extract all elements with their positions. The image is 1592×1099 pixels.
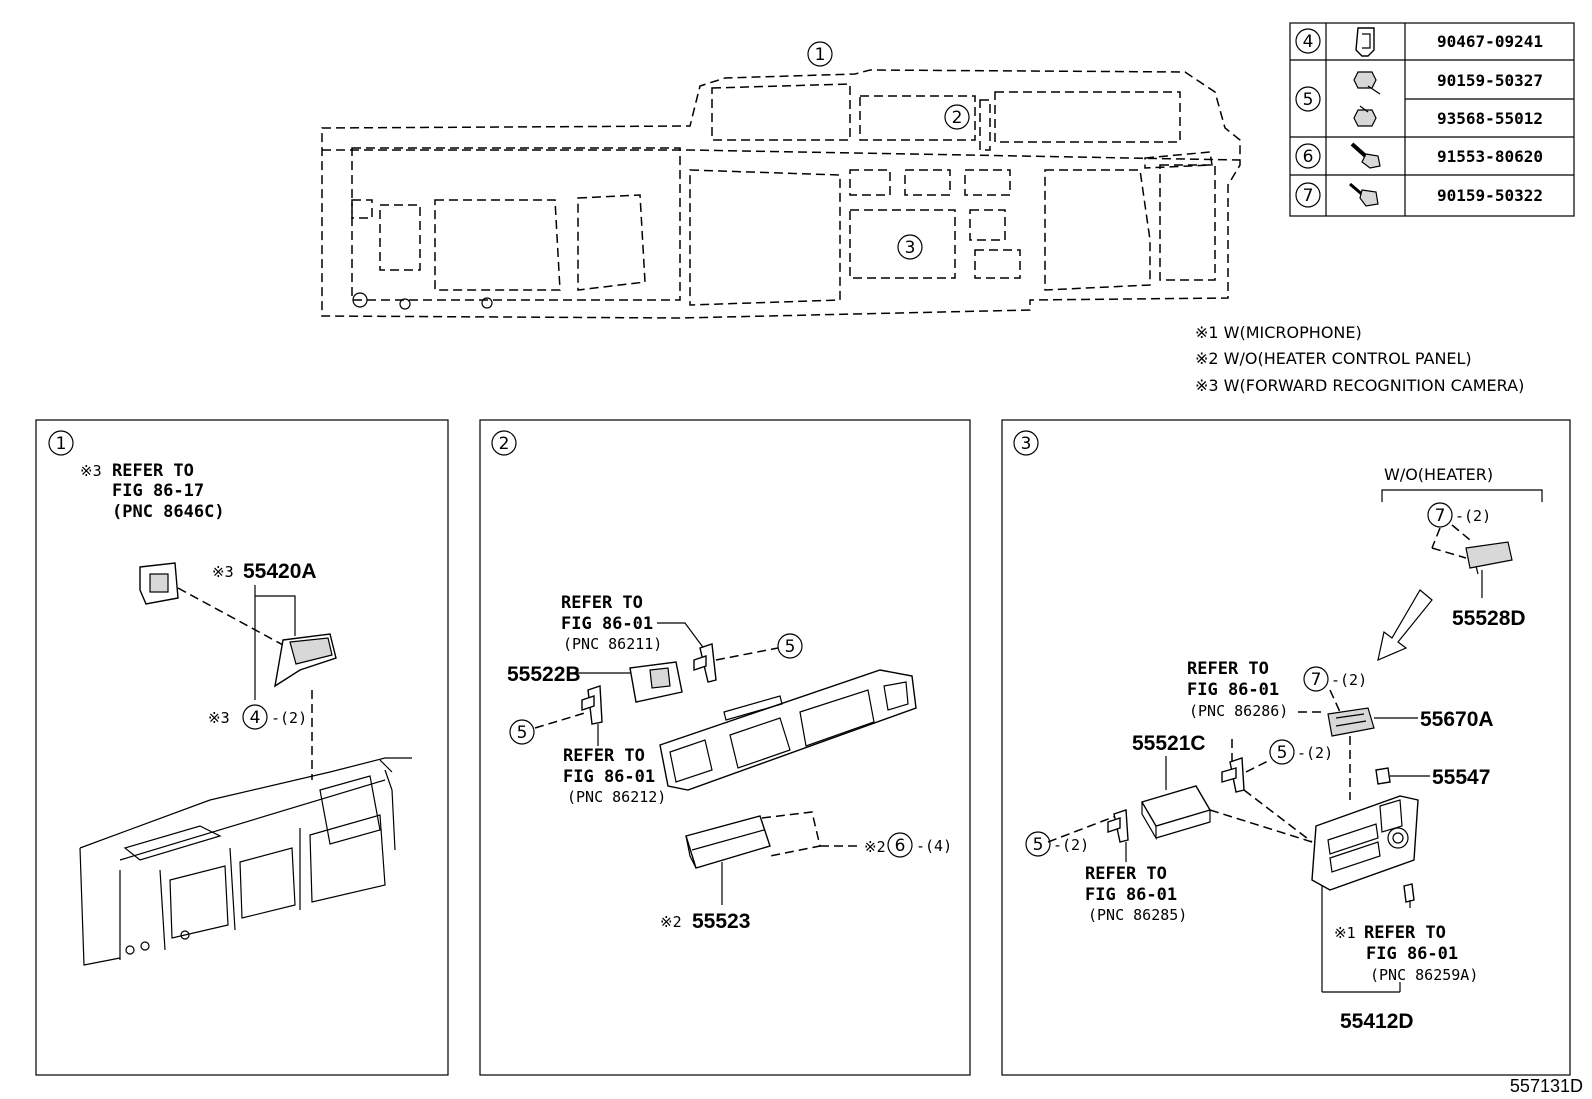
panel-3-ref-c-2: FIG 86-01 — [1366, 944, 1458, 964]
part-55420A: 55420A — [243, 560, 317, 583]
panel-1-part-mark: ※3 — [212, 563, 234, 581]
table-part-90159-50322: 90159-50322 — [1437, 186, 1543, 205]
panel-3-screw5-right-qty: -(2) — [1297, 744, 1333, 762]
panel-2-bolt-qty: -(4) — [916, 837, 952, 855]
figure-id: 557131D — [1510, 1076, 1583, 1096]
panel-2-bolt-mark: ※2 — [864, 838, 886, 856]
part-55523: 55523 — [692, 910, 750, 933]
note-1: ※1 W(MICROPHONE) — [1195, 323, 1362, 342]
table-callout-7: 7 — [1303, 186, 1314, 206]
part-55412D: 55412D — [1340, 1010, 1414, 1033]
panel-3-screw7-mid: 7 — [1311, 670, 1322, 690]
panel-1-ref-line-3: (PNC 8646C) — [112, 502, 225, 522]
panel-3-callout: 3 — [1021, 434, 1032, 454]
panel-3-ref-a-2: FIG 86-01 — [1187, 680, 1279, 700]
panel-3-screw7-top-qty: -(2) — [1455, 507, 1491, 525]
panel-1-fastener-qty: -(2) — [271, 709, 307, 727]
heater-blank — [685, 815, 771, 869]
screw-icon — [1353, 105, 1377, 127]
pocket-box — [1140, 785, 1212, 841]
panel-2-bolt-callout: 6 — [895, 836, 906, 856]
panel-2-ref-top-2: FIG 86-01 — [561, 614, 653, 634]
panel-3: 3 W/O(HEATER) 7 -(2) 55528D 7 -(2) REFER… — [1001, 419, 1571, 1076]
dashboard-sketch — [79, 757, 412, 966]
note-3: ※3 W(FORWARD RECOGNITION CAMERA) — [1195, 376, 1524, 395]
panel-3-ref-b-3: (PNC 86285) — [1088, 906, 1187, 924]
panel-3-screw5-right: 5 — [1277, 743, 1288, 763]
control-switch — [1327, 707, 1375, 737]
switch-panel — [629, 661, 683, 703]
panel-3-ref-a-3: (PNC 86286) — [1189, 702, 1288, 720]
overview-callout-3: 3 — [905, 238, 916, 258]
clip-icon — [1355, 27, 1375, 57]
panel-3-ref-c-mark: ※1 — [1334, 924, 1356, 942]
center-panel — [1311, 795, 1419, 891]
bracket-left — [1107, 809, 1129, 843]
panel-3-wo-heater: W/O(HEATER) — [1384, 465, 1493, 484]
overview-callout-2: 2 — [952, 108, 963, 128]
panel-1-fastener-mark: ※3 — [208, 709, 230, 727]
bracket-lower — [581, 685, 603, 725]
panel-2-ref-bottom-1: REFER TO — [563, 746, 645, 766]
camera-cover — [274, 633, 337, 688]
panel-2-ref-top-1: REFER TO — [561, 593, 643, 613]
heater-switch-blank — [1465, 541, 1513, 575]
table-callout-4: 4 — [1303, 32, 1314, 52]
table-part-90159-50327: 90159-50327 — [1437, 71, 1543, 90]
overview-dashboard: 1 2 3 — [321, 41, 1241, 319]
panel-2-screw-left: 5 — [517, 723, 528, 743]
notes: ※1 W(MICROPHONE) ※2 W/O(HEATER CONTROL P… — [1195, 323, 1524, 395]
part-55547: 55547 — [1432, 766, 1490, 789]
bolt-icon — [1350, 142, 1381, 169]
panel-1: 1 ※3 REFER TO FIG 86-17 (PNC 8646C) ※3 5… — [35, 419, 449, 1076]
panel-3-ref-a-1: REFER TO — [1187, 659, 1269, 679]
panel-2-ref-top-3: (PNC 86211) — [563, 635, 662, 653]
panel-3-ref-c-3: (PNC 86259A) — [1370, 966, 1478, 984]
bracket-upper — [693, 643, 717, 683]
panel-3-ref-c-1: REFER TO — [1364, 923, 1446, 943]
part-55670A: 55670A — [1420, 708, 1494, 731]
panel-3-screw5-left-qty: -(2) — [1053, 836, 1089, 854]
panel-2-screw-top: 5 — [785, 637, 796, 657]
panel-2-callout: 2 — [499, 434, 510, 454]
panel-2-part-b-mark: ※2 — [660, 913, 682, 931]
table-callout-6: 6 — [1303, 147, 1314, 167]
panel-1-ref-mark: ※3 — [80, 462, 102, 480]
panel-1-fastener-callout: 4 — [250, 708, 261, 728]
panel-3-screw7-mid-qty: -(2) — [1331, 671, 1367, 689]
panel-1-ref-line-2: FIG 86-17 — [112, 481, 204, 501]
screw-icon — [1349, 182, 1379, 207]
panel-3-screw7-top: 7 — [1435, 506, 1446, 526]
table-part-93568-55012: 93568-55012 — [1437, 109, 1543, 128]
panel-3-screw5-left: 5 — [1033, 835, 1044, 855]
small-cover — [1375, 767, 1391, 785]
screw-icon — [1353, 71, 1381, 95]
microphone-clip — [1403, 883, 1415, 908]
panel-3-ref-b-2: FIG 86-01 — [1085, 885, 1177, 905]
note-2: ※2 W/O(HEATER CONTROL PANEL) — [1195, 349, 1472, 368]
bracket-right — [1221, 757, 1245, 793]
panel-2-ref-bottom-2: FIG 86-01 — [563, 767, 655, 787]
table-part-91553-80620: 91553-80620 — [1437, 147, 1543, 166]
panel-1-ref-line-1: REFER TO — [112, 461, 194, 481]
panel-2-ref-bottom-3: (PNC 86212) — [567, 788, 666, 806]
part-55522B: 55522B — [507, 663, 581, 686]
table-callout-5: 5 — [1303, 90, 1314, 110]
camera-bracket — [139, 562, 179, 605]
part-55528D: 55528D — [1452, 607, 1526, 630]
panel-2: 2 REFER TO FIG 86-01 (PNC 86211) 5 55522… — [479, 419, 971, 1076]
part-55521C: 55521C — [1132, 732, 1206, 755]
arrow-icon — [1377, 589, 1433, 662]
fastener-table: 4 90467-09241 5 90159-50327 93568-55012 … — [1289, 22, 1575, 217]
panel-3-ref-b-1: REFER TO — [1085, 864, 1167, 884]
table-part-90467-09241: 90467-09241 — [1437, 32, 1543, 51]
panel-1-callout: 1 — [56, 434, 67, 454]
instrument-garnish — [659, 669, 917, 791]
overview-callout-1: 1 — [815, 45, 826, 65]
